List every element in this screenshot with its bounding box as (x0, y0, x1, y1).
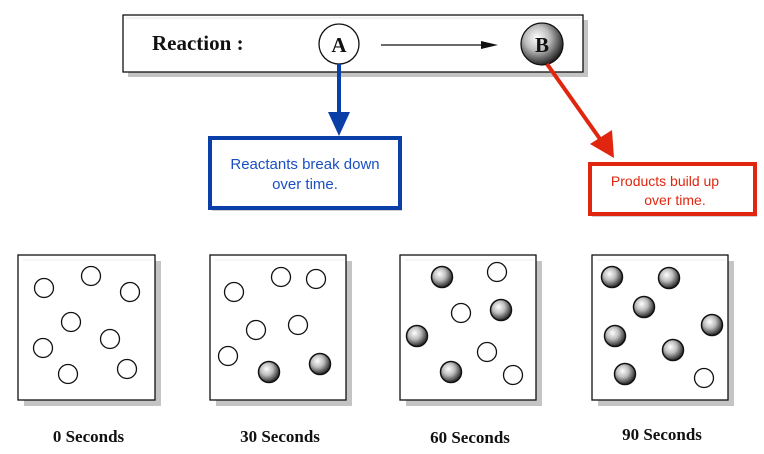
product-particle (600, 265, 624, 289)
reactant-particle (287, 314, 309, 336)
product-particle (613, 362, 637, 386)
product-particle (489, 298, 513, 322)
panel-2: 60 Seconds (399, 254, 542, 447)
reactants-callout-box (208, 136, 402, 210)
product-particle (632, 295, 656, 319)
reactant-a-node: A (318, 23, 360, 65)
reactant-particle (693, 367, 715, 389)
reactant-particle (32, 337, 54, 359)
time-panels: 0 Seconds 30 Seconds 60 Seconds 90 Seconds (17, 254, 734, 447)
products-arrow (545, 62, 614, 158)
panel-time-label: 90 Seconds (622, 425, 702, 444)
reactant-particle (99, 328, 121, 350)
product-particle (405, 324, 429, 348)
product-b-node: B (520, 22, 564, 66)
reactants-arrow (328, 64, 350, 136)
reactant-particle (476, 341, 498, 363)
reactant-a-label: A (331, 33, 347, 57)
reactant-particle (33, 277, 55, 299)
panel-0: 0 Seconds (17, 254, 161, 446)
reaction-arrow (381, 41, 498, 49)
reactants-callout-line-2: over time. (272, 176, 338, 193)
product-b-sphere (520, 22, 564, 66)
reactants-arrow-head (328, 112, 350, 136)
products-callout-line-2: over time. (644, 192, 705, 208)
products-arrow-shaft (545, 62, 602, 141)
panel-time-label: 0 Seconds (53, 427, 125, 446)
reactant-particle (305, 268, 327, 290)
panel-time-label: 60 Seconds (430, 428, 510, 447)
reactants-callout: Reactants break down over time. (208, 136, 402, 211)
product-b-label: B (535, 33, 549, 57)
reactant-particle (450, 302, 472, 324)
products-callout: Products build up over time. (588, 162, 757, 217)
product-particle (661, 338, 685, 362)
panel-1: 30 Seconds (209, 254, 352, 446)
reactant-particle (80, 265, 102, 287)
products-callout-box (588, 162, 757, 216)
reactant-particle (270, 266, 292, 288)
reactant-particle (116, 358, 138, 380)
reaction-header: Reaction : A B (122, 14, 588, 77)
panel-3: 90 Seconds (591, 254, 734, 444)
reaction-label: Reaction : (152, 31, 244, 55)
reactants-callout-line-1: Reactants break down (230, 156, 379, 173)
product-particle (439, 360, 463, 384)
reactant-particle (217, 345, 239, 367)
product-particle (700, 313, 724, 337)
panel-time-label: 30 Seconds (240, 427, 320, 446)
products-arrow-head (590, 130, 614, 158)
product-particle (603, 324, 627, 348)
reactant-particle (223, 281, 245, 303)
reactant-particle (60, 311, 82, 333)
products-callout-line-1: Products build up (611, 173, 719, 189)
reactant-particle (502, 364, 524, 386)
reaction-arrow-head (481, 41, 498, 49)
product-particle (257, 360, 281, 384)
reactant-particle (486, 261, 508, 283)
reactant-particle (245, 319, 267, 341)
reactant-particle (57, 363, 79, 385)
product-particle (430, 265, 454, 289)
product-particle (308, 352, 332, 376)
product-particle (657, 266, 681, 290)
reactant-particle (119, 281, 141, 303)
